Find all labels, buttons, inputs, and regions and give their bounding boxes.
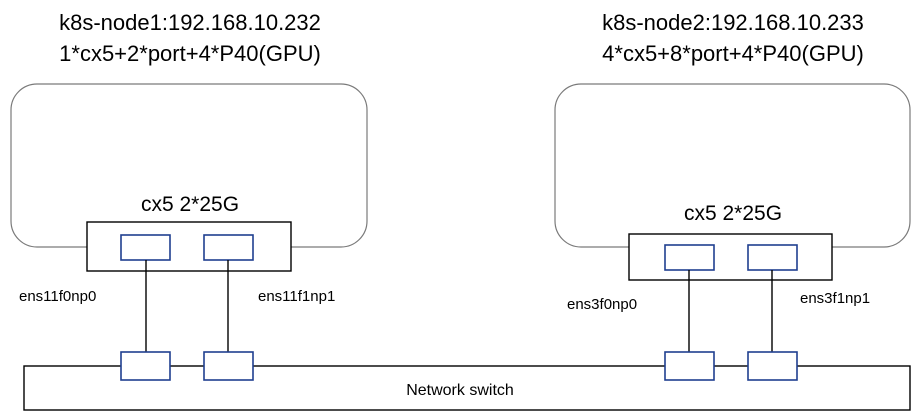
network-switch-label: Network switch [406,382,514,399]
switch-port-3 [664,351,715,381]
switch-port-2 [203,351,254,381]
node2-nic-label: cx5 2*25G [684,202,782,225]
node1-nic-port-1 [203,234,254,261]
node1-nic-label: cx5 2*25G [141,193,239,216]
node1-port-label-1: ens11f1np1 [258,288,335,305]
node1-nic-card [86,221,292,272]
node2-nic-port-0 [664,244,715,271]
node2-port-label-1: ens3f1np1 [800,290,870,307]
node2-port-label-0: ens3f0np0 [567,296,637,313]
node2-nic-card [628,233,833,281]
node1-config: 1*cx5+2*port+4*P40(GPU) [59,41,321,66]
node2-config: 4*cx5+8*port+4*P40(GPU) [602,41,864,66]
switch-port-1 [120,351,171,381]
node2-title: k8s-node2:192.168.10.233 [602,10,864,35]
switch-port-4 [747,351,798,381]
node1-title: k8s-node1:192.168.10.232 [59,10,321,35]
node2-nic-port-1 [747,244,798,271]
node1-nic-port-0 [120,234,171,261]
node1-port-label-0: ens11f0np0 [19,288,96,305]
